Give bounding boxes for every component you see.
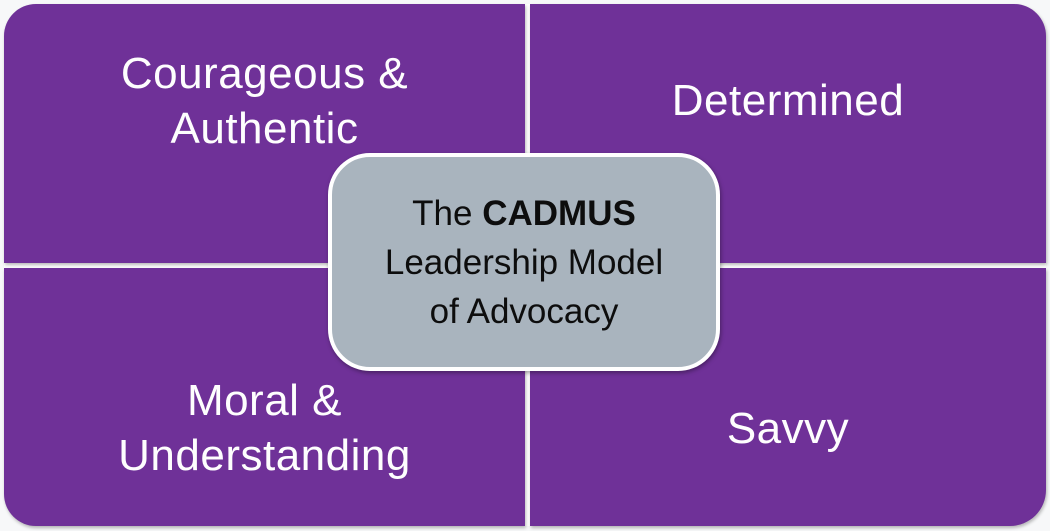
quadrant-label-line: Courageous & <box>120 48 409 98</box>
quadrant-label-line: Understanding <box>118 431 411 480</box>
center-title-line-3: of Advocacy <box>429 291 619 331</box>
center-title-prefix: The <box>412 193 483 233</box>
center-title-line-2: Leadership Model <box>384 242 664 282</box>
quadrant-label-savvy: Savvy <box>727 401 849 456</box>
quadrant-label-courageous-authentic: Courageous & Authentic <box>121 46 408 156</box>
center-title-box: The CADMUS Leadership Model of Advocacy <box>328 153 720 371</box>
quadrant-label-line: Determined <box>671 76 905 125</box>
center-title-text: The CADMUS Leadership Model of Advocacy <box>385 189 663 336</box>
quadrant-label-line: Savvy <box>726 403 850 453</box>
center-title-acronym: CADMUS <box>482 193 636 233</box>
quadrant-label-determined: Determined <box>672 73 904 128</box>
quadrant-label-moral-understanding: Moral & Understanding <box>118 373 411 483</box>
quadrant-label-line: Authentic <box>170 103 359 153</box>
center-title-line-1: The CADMUS <box>385 189 663 238</box>
quadrant-label-line: Moral & <box>186 376 343 425</box>
